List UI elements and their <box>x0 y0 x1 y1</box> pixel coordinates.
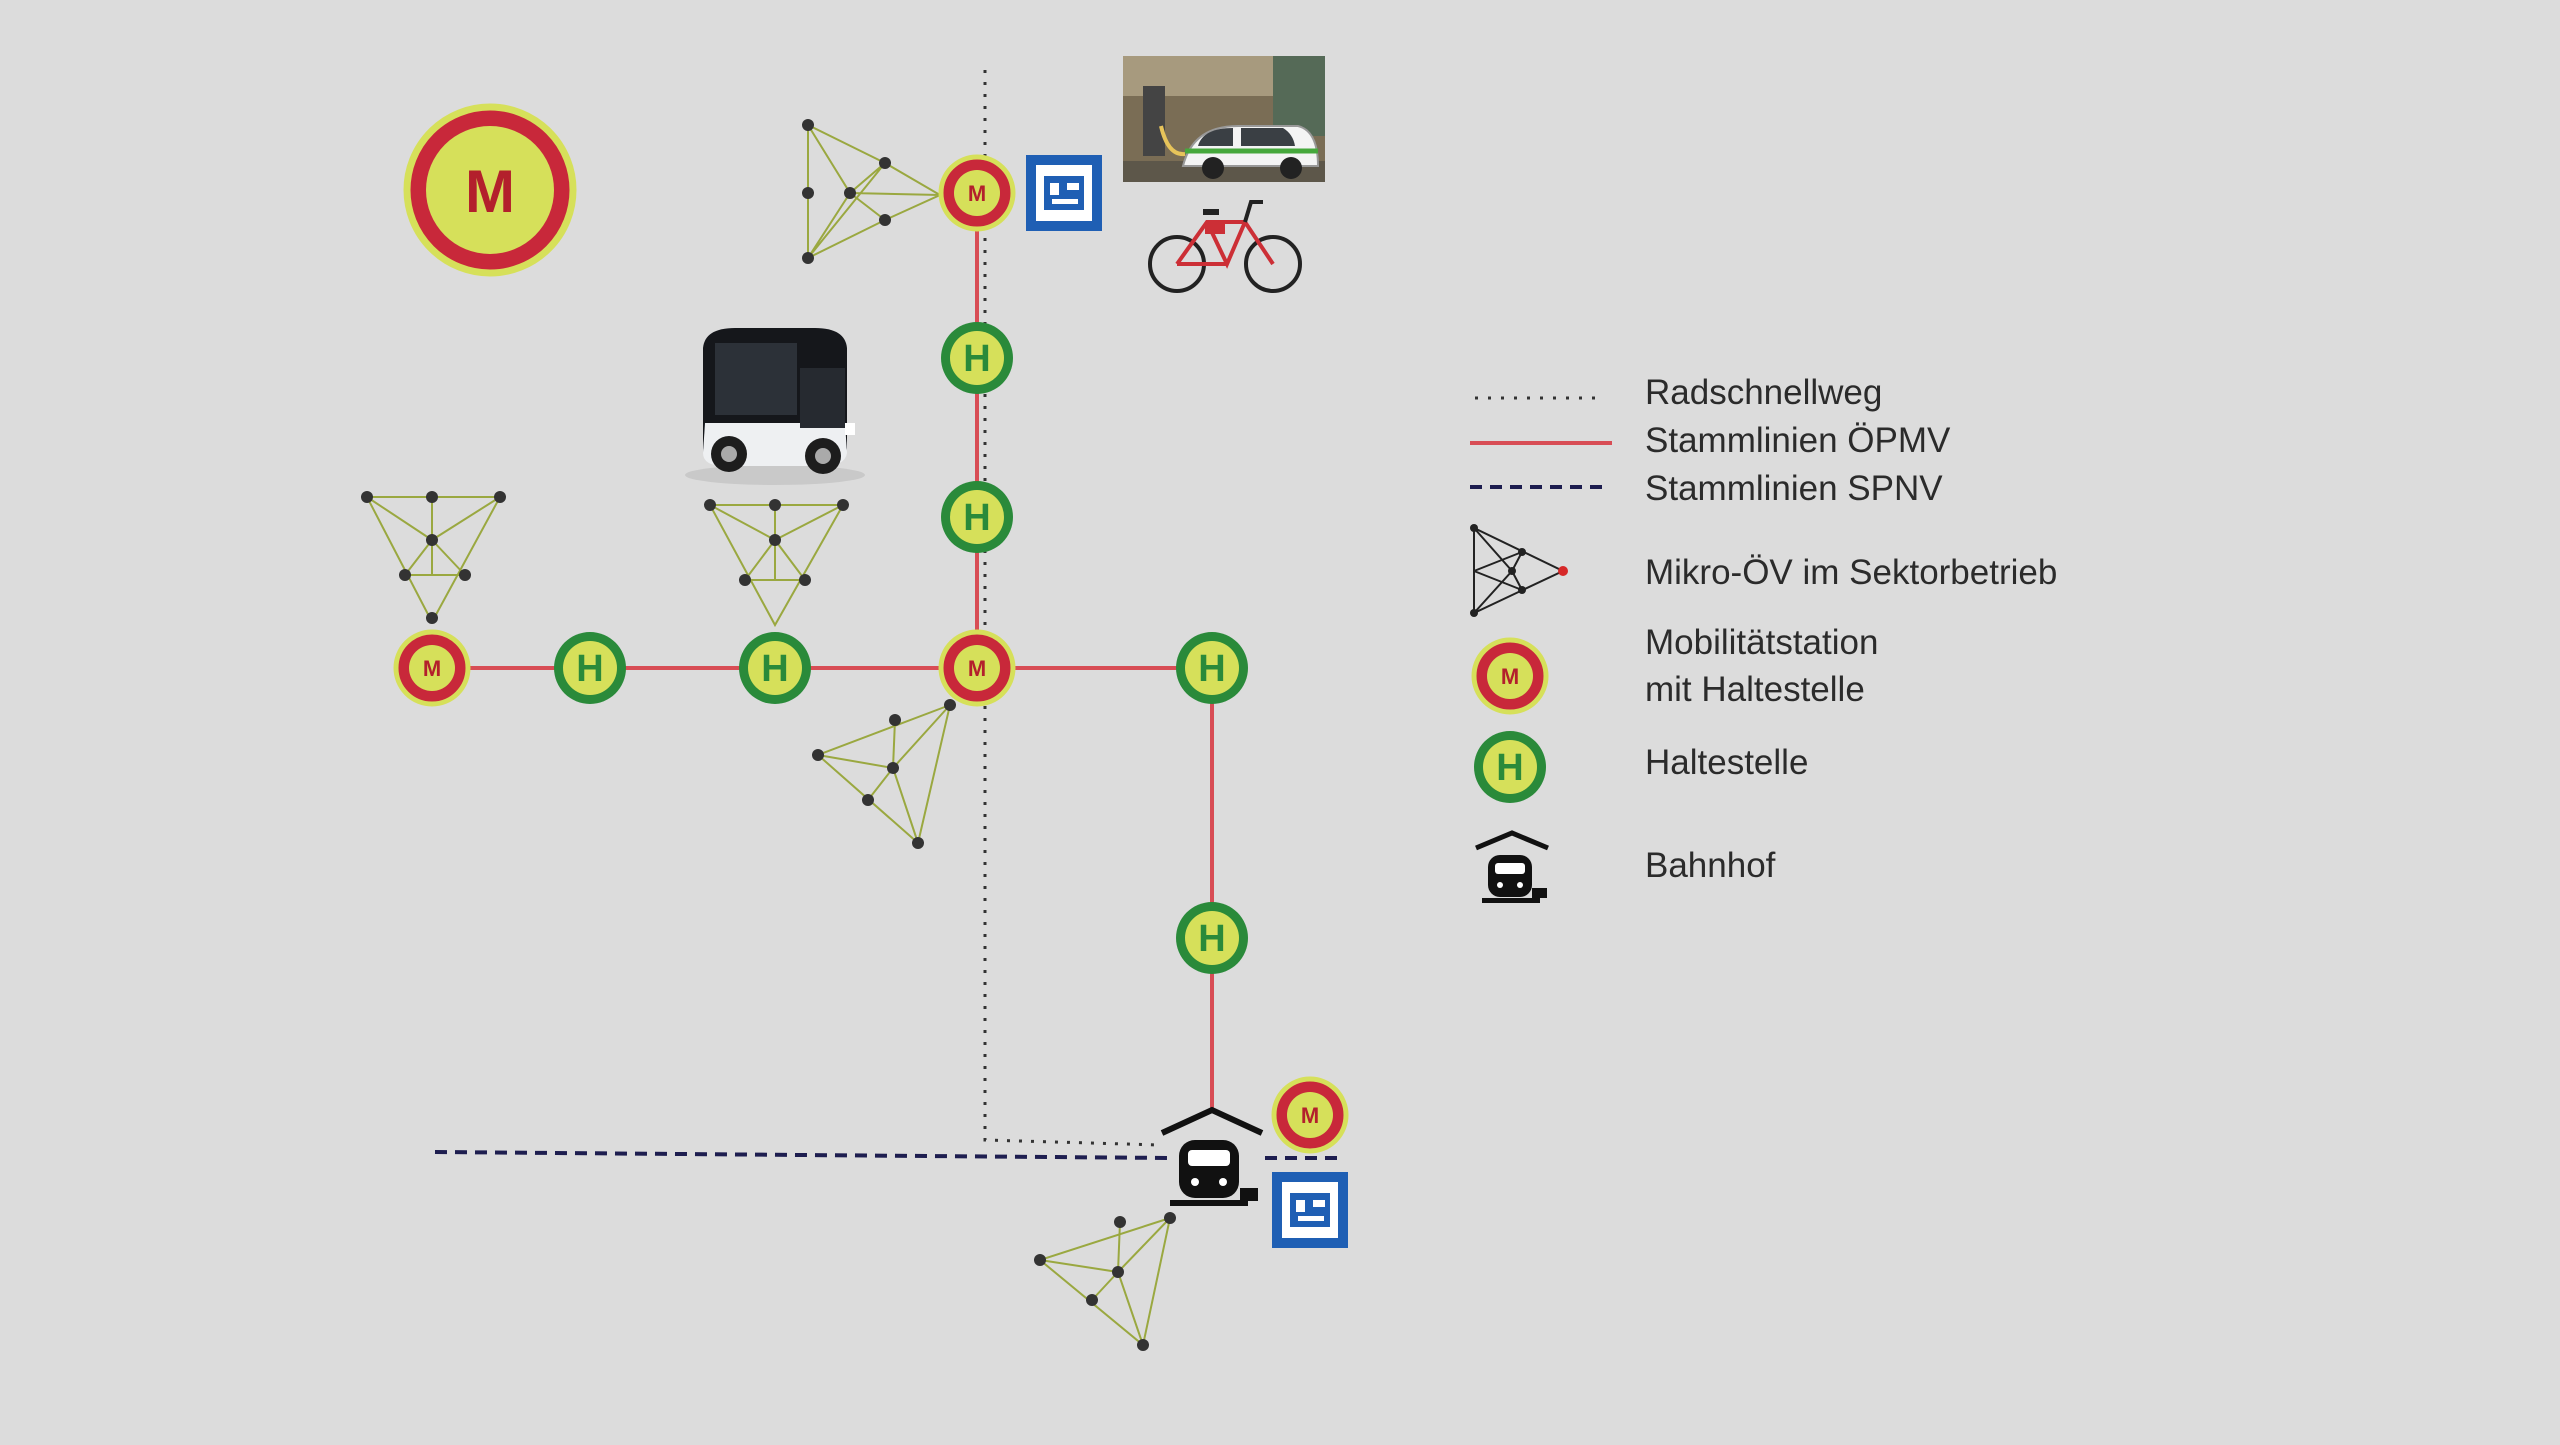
micro-ov-network-middle <box>704 499 849 628</box>
legend-label-mobilitaetstation: Mobilitätstation <box>1645 623 1879 662</box>
electric-bike-icon <box>1148 200 1302 293</box>
svg-text:M: M <box>1501 664 1519 689</box>
svg-text:H: H <box>1198 648 1225 690</box>
park-and-ride-sign-bottom <box>1272 1172 1348 1248</box>
legend-bus-stop-symbol: H <box>1474 731 1546 803</box>
mobility-station-center: M <box>941 632 1013 704</box>
legend-label-stammlinien-opmv: Stammlinien ÖPMV <box>1645 421 1951 460</box>
park-and-ride-sign-top <box>1026 155 1102 231</box>
micro-ov-network-center <box>812 699 956 849</box>
legend-label-mikro-ov: Mikro-ÖV im Sektorbetrieb <box>1645 553 2058 592</box>
legend-micro-ov-symbol <box>1470 524 1568 617</box>
legend-label-radschnellweg: Radschnellweg <box>1645 373 1883 412</box>
bus-stop-6: H <box>1176 902 1248 974</box>
legend-mobility-station-symbol: M <box>1474 640 1546 712</box>
bus-stop-1: H <box>941 322 1013 394</box>
svg-text:H: H <box>963 338 990 380</box>
bus-stop-5: H <box>1176 632 1248 704</box>
svg-text:H: H <box>1496 747 1523 789</box>
train-station-icon <box>1160 1106 1264 1206</box>
bus-stop-3: H <box>554 632 626 704</box>
svg-text:M: M <box>423 656 441 681</box>
svg-text:H: H <box>761 648 788 690</box>
legend-train-station-symbol <box>1475 830 1549 903</box>
svg-text:M: M <box>1301 1103 1319 1128</box>
svg-text:H: H <box>1198 918 1225 960</box>
bus-stop-2: H <box>941 481 1013 553</box>
legend-label-haltestelle: Haltestelle <box>1645 743 1809 782</box>
legend-label-stammlinien-spnv: Stammlinien SPNV <box>1645 469 1943 508</box>
svg-text:M: M <box>968 181 986 206</box>
micro-ov-network-bottom <box>1034 1212 1176 1351</box>
mobility-station-left: M <box>396 632 468 704</box>
mobility-station-top: M <box>941 157 1013 229</box>
svg-text:M: M <box>968 656 986 681</box>
micro-ov-network-top <box>802 119 943 264</box>
mobility-station-station: M <box>1274 1079 1346 1151</box>
autonomous-shuttle-image <box>685 328 865 485</box>
electric-car-charging-image <box>1123 56 1325 182</box>
mobility-station-large-symbol: M <box>403 103 577 277</box>
bus-stop-4: H <box>739 632 811 704</box>
legend-label-bahnhof: Bahnhof <box>1645 846 1776 885</box>
spnv-line <box>434 1150 1340 1160</box>
micro-ov-network-left <box>361 491 506 625</box>
legend-label-mit-haltestelle: mit Haltestelle <box>1645 670 1865 709</box>
svg-text:M: M <box>465 158 515 225</box>
bike-path-line <box>983 70 1161 1147</box>
svg-text:H: H <box>576 648 603 690</box>
svg-text:H: H <box>963 497 990 539</box>
